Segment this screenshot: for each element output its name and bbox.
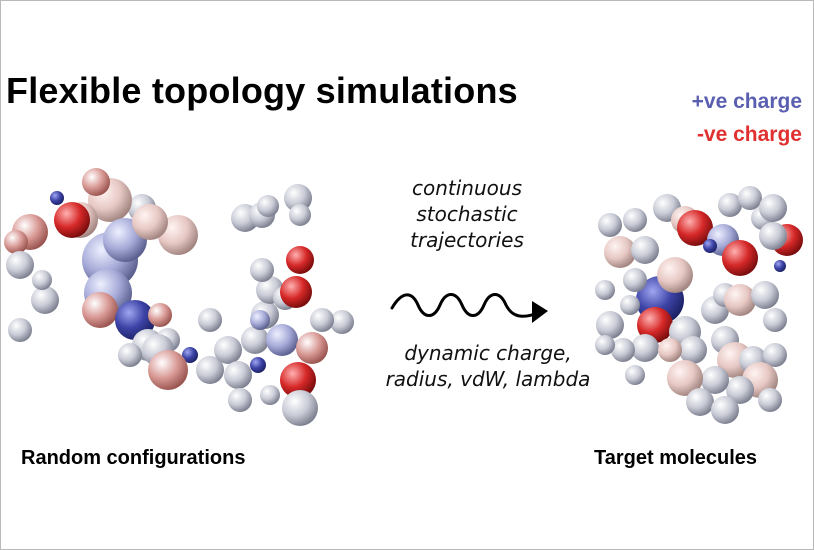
atom-sphere — [759, 194, 787, 222]
atom-sphere — [604, 236, 636, 268]
atom-sphere — [758, 388, 782, 412]
process-line: radius, vdW, lambda — [385, 367, 591, 391]
atom-sphere — [286, 246, 314, 274]
process-line: trajectories — [410, 228, 524, 252]
atom-sphere — [82, 168, 110, 196]
atom-sphere — [623, 268, 647, 292]
atom-sphere — [774, 260, 786, 272]
atom-sphere — [722, 240, 758, 276]
atom-sphere — [182, 347, 198, 363]
atom-sphere — [726, 376, 754, 404]
atom-sphere — [724, 284, 756, 316]
wavy-arrow-icon — [390, 293, 548, 323]
atom-sphere — [667, 360, 703, 396]
atom-sphere — [280, 276, 312, 308]
atom-sphere — [241, 326, 269, 354]
atom-sphere — [611, 338, 635, 362]
process-description-bottom: dynamic charge, radius, vdW, lambda — [358, 340, 618, 392]
atom-sphere — [751, 281, 779, 309]
atom-sphere — [118, 343, 142, 367]
atom-sphere — [763, 308, 787, 332]
atom-sphere — [658, 338, 682, 362]
target-molecules-cluster — [595, 186, 803, 424]
atom-sphere — [280, 362, 316, 398]
atom-sphere — [296, 332, 328, 364]
atom-sphere — [158, 215, 198, 255]
atom-sphere — [50, 191, 64, 205]
atom-sphere — [686, 388, 714, 416]
atom-sphere — [637, 307, 673, 343]
atom-sphere — [738, 186, 762, 210]
atom-sphere — [82, 292, 118, 328]
atom-sphere — [196, 356, 224, 384]
atom-sphere — [703, 239, 717, 253]
atom-sphere — [266, 324, 298, 356]
atom-sphere — [625, 365, 645, 385]
atom-sphere — [595, 280, 615, 300]
process-line: stochastic — [416, 202, 518, 226]
atom-sphere — [330, 310, 354, 334]
right-panel-caption: Target molecules — [594, 447, 758, 469]
atom-sphere — [623, 208, 647, 232]
atom-sphere — [6, 251, 34, 279]
atom-sphere — [598, 213, 622, 237]
left-panel-caption: Random configurations — [21, 447, 246, 469]
atom-sphere — [289, 204, 311, 226]
atom-sphere — [148, 350, 188, 390]
atom-sphere — [32, 270, 52, 290]
atom-sphere — [701, 366, 729, 394]
random-configurations-molecule-cluster — [4, 168, 354, 426]
process-line: dynamic charge, — [404, 341, 572, 365]
atom-sphere — [260, 385, 280, 405]
figure-title: Flexible topology simulations — [6, 70, 518, 111]
atom-sphere — [250, 310, 270, 330]
atom-sphere — [54, 202, 90, 238]
atom-sphere — [631, 236, 659, 264]
atom-sphere — [214, 336, 242, 364]
process-description-top: continuous stochastic trajectories — [372, 175, 562, 253]
atom-sphere — [8, 318, 32, 342]
atom-sphere — [763, 343, 787, 367]
atom-sphere — [228, 388, 252, 412]
atom-sphere — [31, 286, 59, 314]
atom-sphere — [284, 184, 312, 212]
atom-sphere — [631, 334, 659, 362]
atom-sphere — [4, 230, 28, 254]
atom-sphere — [132, 204, 168, 240]
atom-sphere — [596, 311, 624, 339]
atom-sphere — [257, 195, 279, 217]
atom-sphere — [620, 295, 640, 315]
legend-negative-charge: -ve charge — [696, 123, 802, 146]
atom-sphere — [282, 390, 318, 426]
process-line: continuous — [412, 176, 522, 200]
atom-sphere — [198, 308, 222, 332]
legend-positive-charge: +ve charge — [691, 90, 802, 113]
atom-sphere — [711, 396, 739, 424]
atom-sphere — [677, 210, 713, 246]
atom-sphere — [679, 336, 707, 364]
atom-sphere — [148, 303, 172, 327]
atom-sphere — [657, 257, 693, 293]
atom-sphere — [250, 357, 266, 373]
atom-sphere — [718, 193, 742, 217]
atom-sphere — [595, 335, 615, 355]
atom-sphere — [250, 258, 274, 282]
atom-sphere — [224, 361, 252, 389]
atom-sphere — [759, 222, 787, 250]
atom-sphere — [310, 308, 334, 332]
